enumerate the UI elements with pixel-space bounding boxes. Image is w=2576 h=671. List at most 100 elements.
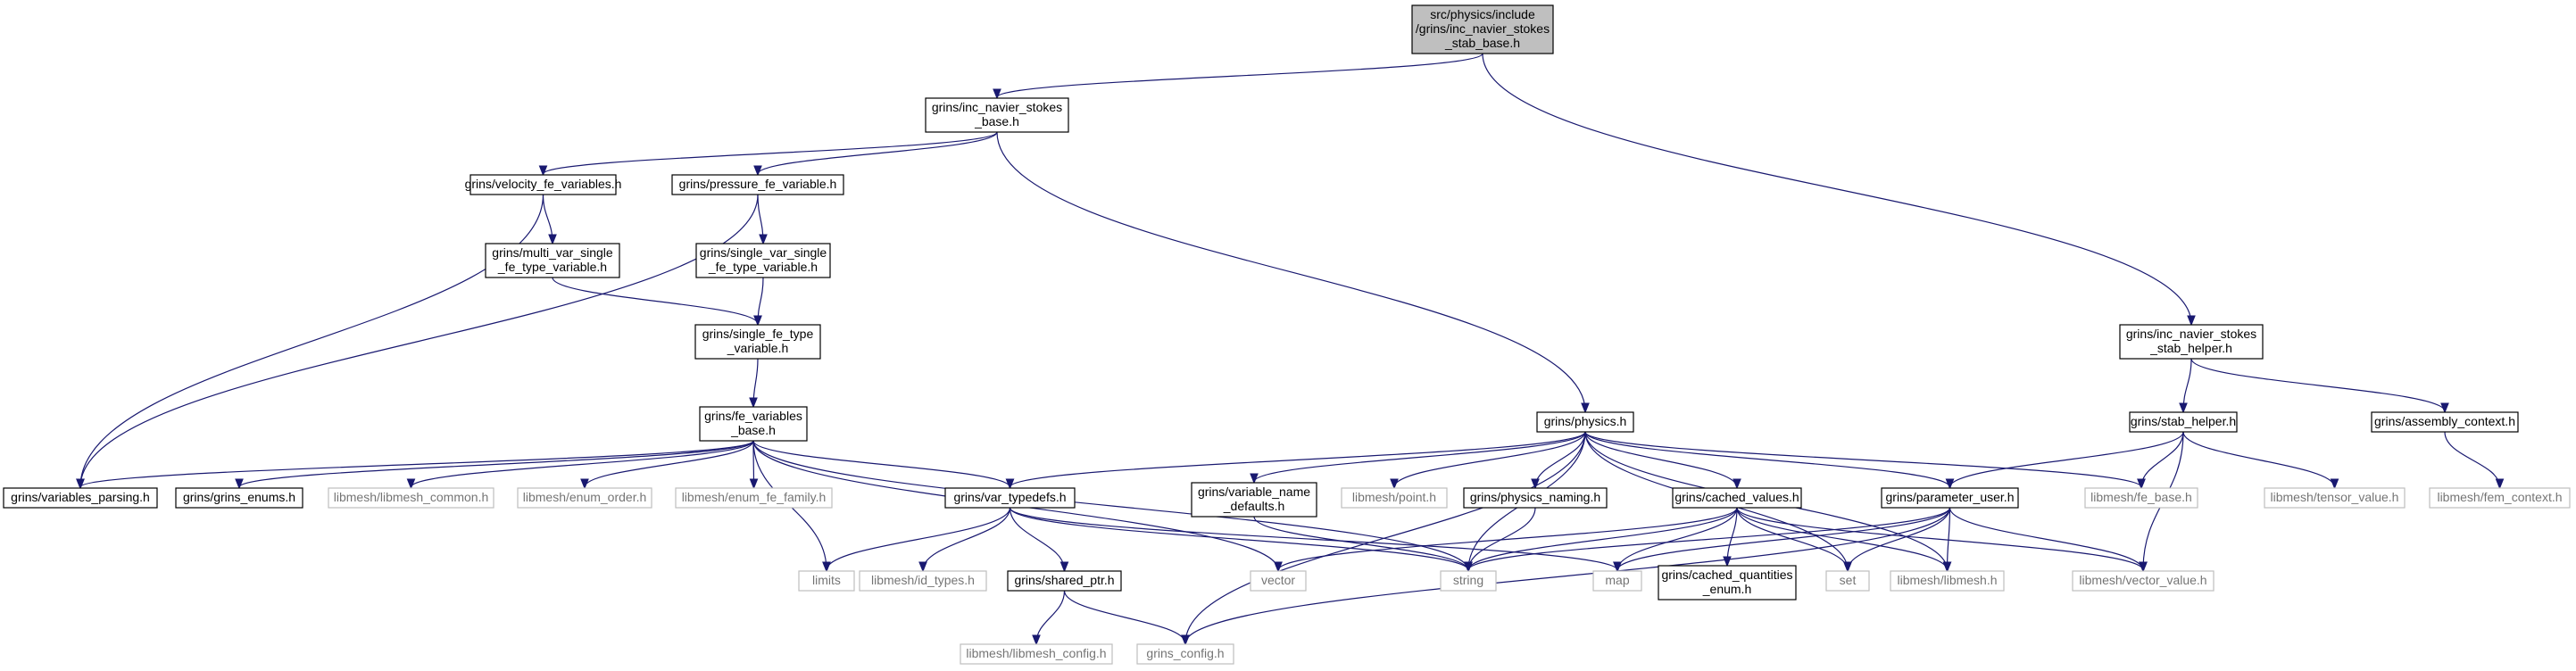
edge-fe_vars_base-to-vars_parsing <box>80 440 754 487</box>
node-box <box>1463 487 1608 509</box>
node-box <box>944 487 1076 509</box>
node-limits: limits <box>798 570 855 592</box>
node-single-fe[interactable]: grins/single_fe_type_variable.h <box>694 324 821 360</box>
node-label: grins/single_var_single <box>700 245 827 260</box>
node-box <box>3 487 158 509</box>
node-box <box>925 97 1069 133</box>
edge-ins_base-to-pressure <box>758 131 998 174</box>
edge-pressure-to-single_var <box>757 194 763 243</box>
node-box <box>675 487 833 509</box>
node-var-name-defaults[interactable]: grins/variable_name_defaults.h <box>1191 482 1317 518</box>
node-label: libmesh/libmesh.h <box>1897 573 1997 587</box>
node-label: _stab_base.h <box>1444 36 1520 50</box>
edge-var_typedefs-to-limits <box>827 507 1011 570</box>
edge-fe_vars_base-to-string <box>752 440 1468 570</box>
edge-single_var-to-single_fe <box>758 277 764 324</box>
node-param-user[interactable]: grins/parameter_user.h <box>1881 487 2019 509</box>
node-physics-naming[interactable]: grins/physics_naming.h <box>1463 487 1608 509</box>
node-tensor-value: libmesh/tensor_value.h <box>2264 487 2406 509</box>
node-pressure[interactable]: grins/pressure_fe_variable.h <box>671 174 844 195</box>
edge-shared_ptr-to-grins_config <box>1063 590 1186 643</box>
node-stab-helper[interactable]: grins/stab_helper.h <box>2129 411 2238 433</box>
node-label: grins_config.h <box>1146 646 1224 660</box>
node-root[interactable]: src/physics/include/grins/inc_navier_sto… <box>1411 4 1554 54</box>
edge-stab_helper-to-param_user <box>1950 431 2184 487</box>
node-physics[interactable]: grins/physics.h <box>1536 411 1634 433</box>
node-label: libmesh/libmesh_common.h <box>334 490 489 504</box>
edge-physics-to-grins_config <box>1185 431 1586 643</box>
edge-stab_helper-to-fe_base <box>2141 431 2184 487</box>
node-cached-values[interactable]: grins/cached_values.h <box>1672 487 1802 509</box>
node-label: grins/physics_naming.h <box>1470 490 1600 504</box>
edge-physics_naming-to-string <box>1468 507 1536 570</box>
edge-var_typedefs-to-id_types <box>923 507 1011 570</box>
edge-fe_vars_base-to-enum_order <box>585 440 754 487</box>
node-enum-fe-family: libmesh/enum_fe_family.h <box>675 487 833 509</box>
edge-var_typedefs-to-string <box>1009 507 1469 570</box>
node-grins-enums[interactable]: grins/grins_enums.h <box>175 487 303 509</box>
node-lm-point: libmesh/point.h <box>1341 487 1448 509</box>
node-lm-libmesh: libmesh/libmesh.h <box>1890 570 2005 592</box>
node-cached-quantities[interactable]: grins/cached_quantities_enum.h <box>1658 565 1797 601</box>
node-box <box>1411 4 1554 54</box>
node-box <box>859 570 987 592</box>
node-shared-ptr[interactable]: grins/shared_ptr.h <box>1007 570 1122 592</box>
edge-cached_values-to-string <box>1468 507 1738 570</box>
edge-param_user-to-lm_libmesh <box>1948 507 1950 570</box>
node-label: limits <box>812 573 841 587</box>
node-box <box>469 174 617 195</box>
node-fe-vars-base[interactable]: grins/fe_variables_base.h <box>699 406 808 442</box>
node-enum-order: libmesh/enum_order.h <box>517 487 652 509</box>
node-box <box>175 487 303 509</box>
node-box <box>699 406 808 442</box>
node-box <box>1191 482 1317 518</box>
node-label: libmesh/enum_order.h <box>523 490 647 504</box>
node-box <box>2119 324 2264 360</box>
edge-physics-to-var_name_defaults <box>1254 431 1586 482</box>
node-box <box>1658 565 1797 601</box>
node-label: grins/variable_name <box>1198 485 1310 499</box>
node-ins-base[interactable]: grins/inc_navier_stokes_base.h <box>925 97 1069 133</box>
node-single-var[interactable]: grins/single_var_single_fe_type_variable… <box>695 243 831 278</box>
node-box <box>2429 487 2571 509</box>
node-label: /grins/inc_navier_stokes <box>1416 21 1550 36</box>
node-vars-parsing[interactable]: grins/variables_parsing.h <box>3 487 158 509</box>
edge-cached_values-to-map <box>1617 507 1738 570</box>
node-vector: vector <box>1250 570 1307 592</box>
node-label: grins/grins_enums.h <box>183 490 295 504</box>
node-label: _base.h <box>974 114 1019 128</box>
node-label: _stab_helper.h <box>2149 341 2232 355</box>
edge-multi_var-to-single_fe <box>552 277 758 324</box>
node-label: libmesh/enum_fe_family.h <box>682 490 827 504</box>
edge-velocity-to-multi_var <box>542 194 553 243</box>
node-box <box>671 174 844 195</box>
node-label: vector <box>1261 573 1295 587</box>
edge-param_user-to-grins_config <box>1185 507 1951 643</box>
edge-param_user-to-vector_value <box>1949 507 2144 570</box>
node-assembly[interactable]: grins/assembly_context.h <box>2371 411 2519 433</box>
node-label: string <box>1453 573 1483 587</box>
node-box <box>1890 570 2005 592</box>
edge-ins_base-to-physics <box>996 131 1585 411</box>
node-label: grins/variables_parsing.h <box>11 490 150 504</box>
node-string: string <box>1440 570 1497 592</box>
node-ins-helper[interactable]: grins/inc_navier_stokes_stab_helper.h <box>2119 324 2264 360</box>
edge-pressure-to-vars_parsing <box>80 194 759 487</box>
node-box <box>1341 487 1448 509</box>
node-label: _fe_type_variable.h <box>708 260 818 274</box>
node-box <box>1881 487 2019 509</box>
node-box <box>798 570 855 592</box>
edge-physics-to-cached_values <box>1584 431 1737 487</box>
node-label: _base.h <box>730 423 776 437</box>
node-label: map <box>1605 573 1629 587</box>
node-var-typedefs[interactable]: grins/var_typedefs.h <box>944 487 1076 509</box>
edge-root-to-ins_base <box>997 53 1483 97</box>
node-label: libmesh/tensor_value.h <box>2271 490 2399 504</box>
edge-cached_values-to-vector <box>1278 507 1738 570</box>
edge-physics-to-lm_point <box>1394 431 1586 487</box>
node-box <box>485 243 620 278</box>
node-velocity[interactable]: grins/velocity_fe_variables.h <box>465 174 622 195</box>
node-multi-var[interactable]: grins/multi_var_single_fe_type_variable.… <box>485 243 620 278</box>
node-label: grins/cached_quantities <box>1661 567 1792 582</box>
node-grins-config: grins_config.h <box>1136 643 1234 665</box>
